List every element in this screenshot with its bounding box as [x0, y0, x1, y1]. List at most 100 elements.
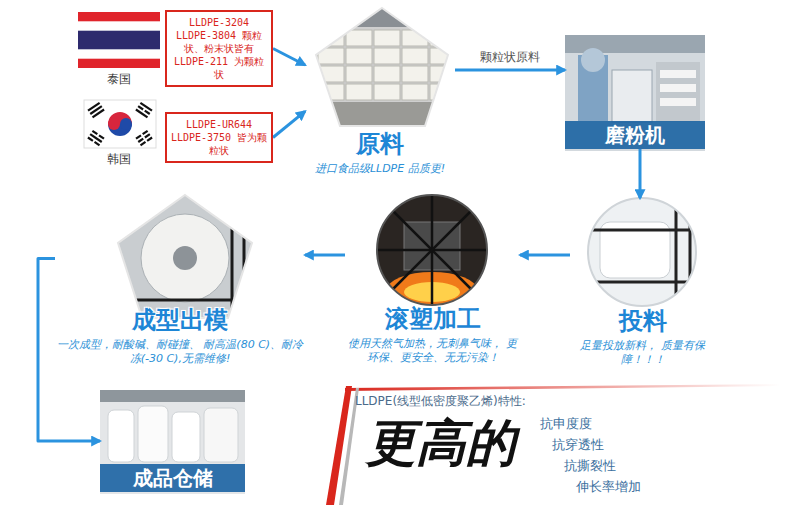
- korea-flag: [87, 102, 104, 118]
- warehouse-photo: [204, 408, 238, 462]
- korea-flag: [120, 118, 132, 130]
- process-step: 滚塑加工使用天然气加热，无刺鼻气味， 更环保、更安全、无无污染！: [345, 192, 520, 366]
- korea-flag: [90, 105, 103, 115]
- warehouse-photo: [138, 406, 168, 462]
- feature-item: 抗申度度: [540, 416, 592, 432]
- raw-material-photo: [402, 48, 428, 64]
- flow-arrow: [273, 111, 305, 137]
- step-title: 成型出模: [55, 307, 305, 335]
- feature-title: LLDPE(线型低密度聚乙烯)特性:: [355, 394, 526, 408]
- raw-material-photo: [346, 30, 372, 46]
- step-note: 使用天然气加热，无刺鼻气味， 更环保、更安全、无无污染！: [345, 337, 520, 367]
- process-step: 成品仓储: [100, 390, 245, 492]
- feeding-photo: [588, 229, 698, 232]
- demolding-photo: [116, 193, 256, 321]
- step-note: 足量投放新料， 质量有保障！！！: [570, 339, 715, 369]
- grinder-photo: [565, 35, 705, 151]
- rotomolding-photo: [393, 211, 471, 289]
- korea-flag: [84, 100, 156, 148]
- flow-arrow: [639, 149, 642, 198]
- arrow-label: 颗粒状原料: [477, 50, 543, 64]
- feature-slogan: 更高的: [366, 414, 516, 472]
- feeding-photo: [675, 198, 678, 306]
- feeding-photo: [586, 196, 698, 308]
- raw-material-photo: [374, 66, 400, 82]
- grinder-photo: [660, 70, 696, 78]
- korea-flag: [135, 102, 152, 118]
- grinder-photo: [581, 48, 605, 72]
- step-title: 成品仓储: [100, 464, 245, 492]
- korea-flag: [94, 141, 100, 146]
- step-title: 磨粉机: [565, 121, 705, 149]
- raw-material-photo: [310, 102, 455, 128]
- korea-flag: [90, 133, 103, 143]
- korea-flag: [135, 134, 141, 139]
- decor-slash: [345, 384, 780, 391]
- grinder-photo: [660, 98, 696, 106]
- korea-flag: [135, 130, 152, 146]
- flow-arrow: [520, 254, 570, 257]
- korea-flag: [135, 109, 148, 119]
- country-name: 韩国: [78, 152, 160, 166]
- decor-slash: [326, 384, 780, 505]
- korea-flag: [147, 137, 153, 142]
- rotomolding-photo: [377, 195, 487, 305]
- process-step: 成型出模一次成型，耐酸碱、耐碰撞、 耐高温(80 C)、耐冷冻(-30 C),无…: [55, 192, 305, 367]
- korea-flag: [144, 133, 150, 138]
- demolding-frame: [118, 195, 252, 318]
- step-note: 进口食品级LLDPE 品质更!: [305, 162, 455, 177]
- rotomolding-photo: [376, 194, 488, 306]
- flow-arrow: [273, 49, 305, 66]
- warehouse-photo: [100, 390, 245, 494]
- raw-material-photo: [402, 84, 428, 100]
- raw-material-photo: [374, 84, 400, 100]
- korea-flag: [98, 134, 104, 139]
- thailand-flag: [78, 31, 160, 50]
- feeding-photo: [588, 281, 698, 284]
- raw-material-photo: [346, 66, 372, 82]
- spec-box: LLDPE-3204 LLDPE-3804 颗粒状、粉末状皆有 LLDPE-21…: [165, 10, 273, 87]
- feeding-photo: [588, 198, 698, 306]
- korea-flag: [87, 130, 104, 146]
- warehouse-photo: [100, 390, 245, 494]
- feature-item: 伸长率增加: [576, 479, 641, 495]
- warehouse-photo: [172, 412, 200, 462]
- demolding-photo: [173, 246, 197, 270]
- feeding-photo: [586, 196, 698, 308]
- korea-flag: [108, 118, 120, 130]
- raw-material-photo: [318, 30, 456, 100]
- process-step: 原料进口食品级LLDPE 品质更!: [305, 5, 455, 176]
- korea-flag: [92, 109, 105, 119]
- step-title: 原料: [305, 131, 455, 159]
- korea-flag: [138, 138, 144, 143]
- raw-material-photo: [374, 30, 400, 46]
- raw-material-photo: [402, 66, 428, 82]
- grinder-photo: [660, 84, 696, 92]
- feeding-photo: [689, 198, 692, 306]
- rotomolding-frame: [377, 195, 487, 305]
- rotomolding-photo: [393, 211, 471, 289]
- demolding-photo: [116, 193, 256, 321]
- step-note: 一次成型，耐酸碱、耐碰撞、 耐高温(80 C)、耐冷冻(-30 C),无需维修!: [55, 338, 305, 368]
- country-name: 泰国: [78, 72, 160, 86]
- korea-flag: [144, 110, 150, 115]
- thailand-flag: [78, 12, 160, 68]
- flow-arrow: [455, 69, 565, 72]
- warehouse-photo: [100, 390, 245, 402]
- korea-flag: [140, 102, 153, 112]
- feature-item: 抗撕裂性: [564, 458, 616, 474]
- korea-flag: [87, 137, 93, 142]
- raw-material-photo: [310, 5, 456, 130]
- raw-material-photo: [374, 48, 400, 64]
- korea-flag: [140, 141, 146, 146]
- step-title: LLDPE-3204 LLDPE-3804 颗粒状、粉末状皆有 LLDPE-21…: [170, 16, 268, 81]
- raw-material-photo: [310, 5, 455, 130]
- raw-material-photo: [346, 84, 372, 100]
- rotomolding-photo: [376, 194, 488, 308]
- korea-flag: [142, 130, 148, 135]
- korea-flag: [84, 100, 156, 148]
- raw-material-photo: [430, 30, 456, 46]
- feature-item: 抗穿透性: [552, 437, 604, 453]
- feeding-frame: [588, 198, 696, 306]
